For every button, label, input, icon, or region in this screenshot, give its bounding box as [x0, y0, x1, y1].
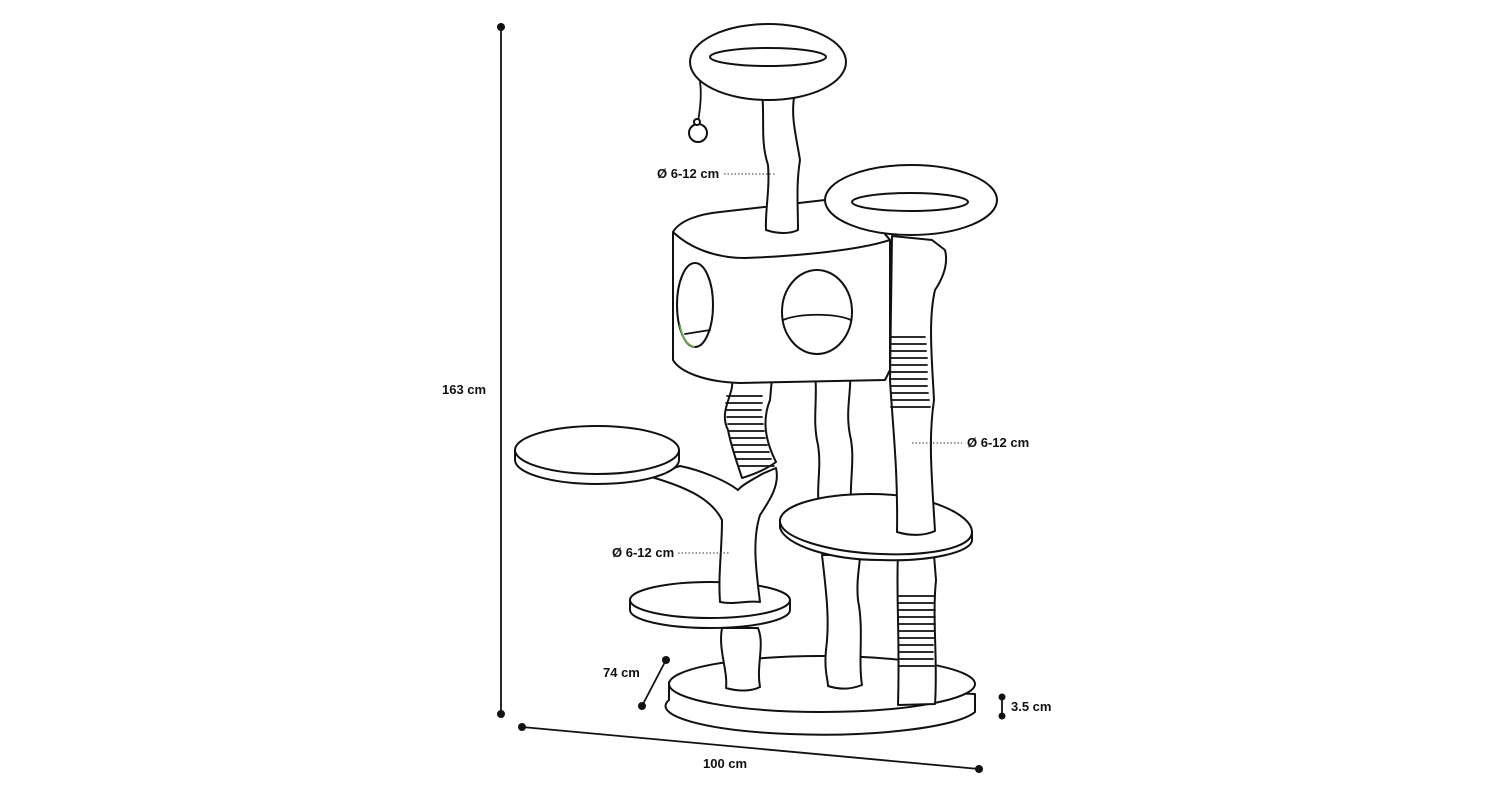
top-lounger-ring [689, 23, 847, 101]
depth-label: 74 cm [603, 665, 640, 680]
width-dimension-line [518, 723, 983, 773]
depth-dimension-line [638, 656, 670, 710]
height-label: 163 cm [442, 382, 487, 397]
middle-left-scratching-rope [725, 395, 775, 467]
top-post-diameter-label: Ø 6-12 cm [657, 166, 720, 181]
middle-platform [778, 493, 973, 562]
right-scratching-rope [890, 336, 931, 408]
thickness-dimension-line [998, 693, 1006, 720]
front-entrance-hole [781, 269, 853, 355]
base-thickness-label: 3.5 cm [1011, 699, 1052, 714]
left-branch-trunk [647, 465, 778, 604]
lower-middle-post [821, 554, 863, 690]
lower-right-scratching-rope [898, 595, 936, 667]
low-left-platform [629, 581, 791, 629]
cat-condo-box [672, 199, 891, 384]
lower-right-post [896, 554, 937, 706]
left-post-diameter-label: Ø 6-12 cm [612, 545, 675, 560]
top-post [761, 91, 801, 234]
middle-left-post [723, 377, 777, 479]
middle-post [814, 369, 854, 513]
left-platform [514, 425, 680, 485]
hanging-toy-ball [688, 81, 708, 143]
width-label: 100 cm [703, 756, 748, 771]
lower-left-post [720, 627, 762, 692]
right-post-diameter-label: Ø 6-12 cm [967, 435, 1030, 450]
height-dimension-line [497, 23, 505, 718]
side-entrance-hole [676, 262, 714, 348]
right-lounger-ring [824, 164, 998, 236]
